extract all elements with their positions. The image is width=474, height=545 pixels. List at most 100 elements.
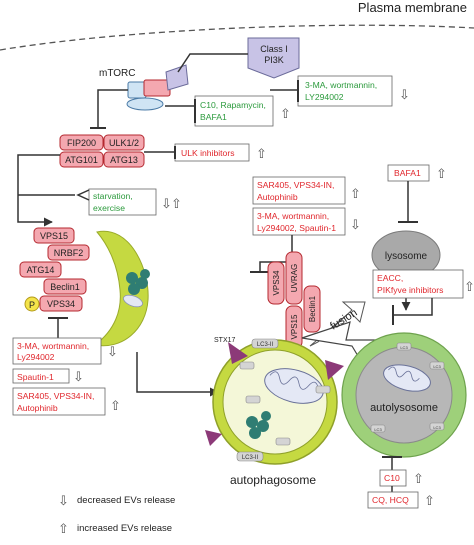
starvation-arrowhead: [76, 189, 90, 201]
sar-top-box: SAR405, VPS34-IN, Autophinib: [252, 176, 346, 205]
uvrag-vps34-label: VPS34: [272, 270, 281, 295]
lc3-label: LC3-II: [257, 342, 274, 348]
c10-box: C10: [379, 469, 407, 487]
down-arrow-icon: ⇩: [107, 344, 118, 359]
autophagosome-label: autophagosome: [230, 473, 316, 487]
up-arrow-icon: ⇧: [171, 196, 182, 211]
c10-1: C10: [384, 473, 400, 483]
lc3-marker: LC3-II: [236, 451, 264, 462]
down-arrow-icon: ⇩: [350, 217, 361, 232]
vps15-label: VPS15: [40, 231, 68, 241]
sar-bottom-2: Autophinib: [17, 403, 58, 413]
starvation-box: starvation, exercise: [88, 188, 157, 216]
up-arrow-icon: ⇧: [256, 146, 267, 161]
mtorc-inhibitor-1: C10, Rapamycin,: [200, 100, 266, 110]
ulk-complex: FIP200 ULK1/2 ATG101 ATG13: [59, 134, 145, 168]
pi3k-complex: VPS15 NRBF2 ATG14 Beclin1 VPS34 P: [19, 227, 90, 312]
atg101-label: ATG101: [65, 155, 98, 165]
down-arrow-icon: ⇩: [73, 369, 84, 384]
ulk-to-pi3k-arrow: [17, 154, 60, 227]
stx17-marker: [228, 342, 248, 364]
stx17-label: STX17: [214, 337, 236, 344]
up-arrow-icon: ⇧: [436, 166, 447, 181]
down-arrow-icon: ⇩: [399, 87, 410, 102]
beclin1-label: Beclin1: [50, 282, 80, 292]
eacc-1: EACC,: [377, 273, 403, 283]
spautin-1: Spautin-1: [17, 372, 54, 382]
mtorc-ulk-line: [97, 89, 128, 128]
pi3k-inhibitor-1: 3-MA, wortmannin,: [305, 80, 377, 90]
bafa1-box: BAFA1: [387, 164, 430, 182]
eacc-box: EACC, PIKfyve inhibitors: [372, 269, 464, 299]
up-arrow-icon: ⇧: [110, 398, 121, 413]
lc3-marker: [315, 385, 331, 394]
autolysosome: autolysosome: [341, 332, 467, 458]
starvation-1: starvation,: [93, 191, 133, 201]
fip200-label: FIP200: [67, 138, 96, 148]
sar-top-1: SAR405, VPS34-IN,: [257, 180, 334, 190]
atg13-label: ATG13: [110, 155, 138, 165]
legend: ⇩ decreased EVs release ⇧ increased EVs …: [58, 493, 175, 536]
plasma-membrane-line: [0, 24, 474, 51]
svg-text:LC3: LC3: [433, 364, 441, 369]
up-arrow-icon: ⇧: [280, 106, 291, 121]
phospho-badge: [24, 296, 40, 312]
lysosome-label: lysosome: [385, 251, 428, 262]
uvrag-beclin1-label: Beclin1: [308, 295, 317, 322]
uvrag-label: UVRAG: [290, 264, 299, 292]
lc3-marker: LC3: [396, 342, 412, 351]
spautin-box: Spautin-1: [12, 368, 70, 384]
mitochondrion-small: [123, 294, 143, 308]
mtorc-inhibitor-2: BAFA1: [200, 112, 227, 122]
ulk-inhibitor-1: ULK inhibitors: [181, 148, 235, 158]
cargo-cluster: [246, 411, 271, 439]
svg-text:LC3: LC3: [374, 427, 382, 432]
ma-top-2: Ly294002, Spautin-1: [257, 223, 336, 233]
phospho-label: P: [29, 300, 35, 310]
uvrag-complex: VPS34 UVRAG VPS15 Beclin1: [267, 251, 321, 349]
sar-bottom-1: SAR405, VPS34-IN,: [17, 391, 94, 401]
mtorc-complex: [126, 64, 189, 111]
cq-1: CQ, HCQ: [372, 495, 409, 505]
lc3-marker: LC3: [429, 422, 445, 431]
mitochondrion-icon: [264, 368, 324, 404]
legend-down-icon: ⇩: [58, 493, 69, 508]
plasma-membrane-title: Plasma membrane: [358, 0, 467, 15]
vps34-label: VPS34: [47, 299, 75, 309]
mitochondrion-icon: [383, 364, 431, 392]
cargo-cluster: [126, 269, 150, 295]
ma-bottom-box: 3-MA, wortmannin, Ly294002: [12, 337, 102, 365]
eacc-2: PIKfyve inhibitors: [377, 285, 443, 295]
legend-up-icon: ⇧: [58, 521, 69, 536]
legend-increased: increased EVs release: [77, 523, 172, 534]
mtorc-inhibitor-box: C10, Rapamycin, BAFA1: [194, 95, 274, 127]
lc3-marker: LC3: [370, 424, 386, 433]
sar-bottom-box: SAR405, VPS34-IN, Autophinib: [12, 387, 106, 416]
ulk-inhibitor-box: ULK inhibitors: [174, 143, 250, 162]
bafa1-1: BAFA1: [394, 168, 421, 178]
class1-pi3k: Class I PI3K: [247, 37, 300, 79]
autophagosome: [212, 339, 338, 465]
ma-bottom-1: 3-MA, wortmannin,: [17, 341, 89, 351]
lc3-marker: LC3: [429, 361, 445, 370]
starvation-2: exercise: [93, 203, 125, 213]
lc3-marker: LC3-II: [251, 338, 279, 349]
pi3k-label-1: Class I: [260, 44, 288, 54]
up-arrow-icon: ⇧: [464, 279, 474, 294]
pi3k-inhibitor-box: 3-MA, wortmannin, LY294002: [297, 75, 393, 107]
lc3-marker: [239, 361, 255, 370]
autolysosome-label: autolysosome: [370, 402, 438, 414]
ma-bottom-2: Ly294002: [17, 352, 55, 362]
nrbf2-label: NRBF2: [54, 248, 84, 258]
mtorc-label: mTORC: [99, 68, 135, 79]
ma-top-1: 3-MA, wortmannin,: [257, 211, 329, 221]
lc3-label: LC3-II: [242, 455, 259, 461]
phagophore-to-autophagosome-arrow: [136, 352, 219, 397]
uvrag-vps15-label: VPS15: [290, 314, 299, 339]
eacc-inhibit-line: [393, 298, 433, 316]
lc3-marker: [245, 395, 261, 404]
down-arrow-icon: ⇩: [161, 196, 172, 211]
up-arrow-icon: ⇧: [350, 186, 361, 201]
legend-decreased: decreased EVs release: [77, 495, 175, 506]
